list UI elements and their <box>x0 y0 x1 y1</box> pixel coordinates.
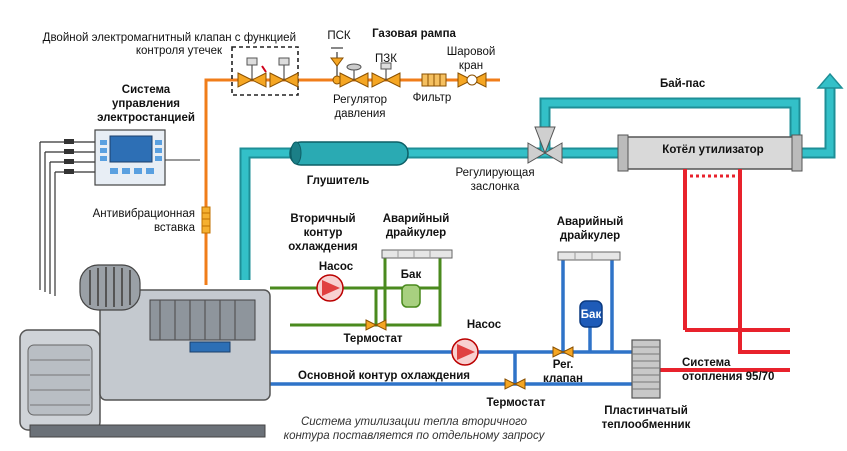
label-regulator-1: Регулятор <box>333 94 387 106</box>
engine-generator-icon <box>19 264 271 438</box>
label-tank-1: Бак <box>401 269 422 281</box>
note-line-2: контура поставляется по отдельному запро… <box>284 430 546 442</box>
expansion-tank-icon <box>401 284 421 308</box>
ball-valve-icon <box>457 72 487 88</box>
label-reg-valve-2: клапан <box>543 373 583 385</box>
label-ball-valve-1: Шаровой <box>447 46 496 58</box>
label-bypass: Бай-пас <box>660 78 706 90</box>
label-damper-2: заслонка <box>471 181 520 193</box>
label-heating-1: Система <box>682 357 731 369</box>
shutoff-valve-icon <box>371 62 401 88</box>
label-muffler: Глушитель <box>307 175 370 187</box>
antivibration-insert-icon <box>201 206 211 234</box>
thermostat-valve-icon <box>504 378 526 390</box>
solenoid-valve-icon <box>269 57 299 88</box>
muffler-icon <box>289 141 409 166</box>
label-secondary-3: охлаждения <box>288 241 357 253</box>
drycooler-icon <box>381 249 453 259</box>
label-psk: ПСК <box>327 30 351 42</box>
label-drycooler2-1: Аварийный <box>557 216 624 228</box>
solenoid-valve-icon <box>237 57 267 88</box>
label-secondary-2: контур <box>304 227 343 239</box>
label-regulator-2: давления <box>334 108 385 120</box>
label-drycooler2-2: драйкулер <box>560 230 620 242</box>
note-line-1: Система утилизации тепла вторичного <box>301 416 528 428</box>
label-pzk: ПЗК <box>375 53 397 65</box>
label-reg-valve-1: Рег. <box>553 359 574 371</box>
label-secondary-1: Вторичный <box>290 213 355 225</box>
pump-icon <box>316 274 344 302</box>
pressure-regulator-icon <box>339 63 369 88</box>
label-tank-2: Бак <box>581 309 602 321</box>
label-dual-valve-2: контроля утечек <box>136 45 223 57</box>
dual-valve-box <box>231 46 299 96</box>
pump-icon <box>451 338 479 366</box>
label-drycooler1-2: драйкулер <box>386 227 446 239</box>
filter-icon <box>421 73 447 87</box>
antivibration-insert-ribs <box>202 212 210 227</box>
label-thermostat-2: Термостат <box>486 397 545 409</box>
label-control-3: электростанцией <box>97 112 195 124</box>
label-dual-valve-1: Двойной электромагнитный клапан с функци… <box>43 32 296 44</box>
expansion-tank-icon <box>579 300 603 328</box>
label-boiler: Котёл утилизатор <box>662 144 763 156</box>
label-main-circuit: Основной контур охлаждения <box>298 370 470 382</box>
control-panel-icon <box>39 129 200 296</box>
label-control-1: Система <box>122 84 171 96</box>
label-pump-2: Насос <box>467 319 502 331</box>
drycooler-icon <box>557 251 621 261</box>
waste-heat-boiler-icon <box>617 134 803 172</box>
label-ball-valve-2: кран <box>459 60 483 72</box>
label-exchanger-1: Пластинчатый <box>604 405 688 417</box>
label-pump-1: Насос <box>319 261 354 273</box>
thermostat-valve-icon <box>365 319 387 331</box>
label-drycooler1-1: Аварийный <box>383 213 450 225</box>
label-filter: Фильтр <box>413 92 452 104</box>
plate-heat-exchanger-icon <box>631 339 661 399</box>
label-damper-1: Регулирующая <box>455 167 534 179</box>
control-valve-icon <box>552 346 574 358</box>
label-exchanger-2: теплообменник <box>602 419 691 431</box>
heating-line <box>660 169 790 372</box>
label-control-2: управления <box>112 98 180 110</box>
label-gas-ramp: Газовая рампа <box>372 28 456 40</box>
label-heating-2: отопления 95/70 <box>682 371 774 383</box>
label-antivib-2: вставка <box>154 222 196 234</box>
label-thermostat-1: Термостат <box>343 333 402 345</box>
damper-valve-icon <box>527 126 563 164</box>
label-antivib-1: Антивибрационная <box>93 208 195 220</box>
